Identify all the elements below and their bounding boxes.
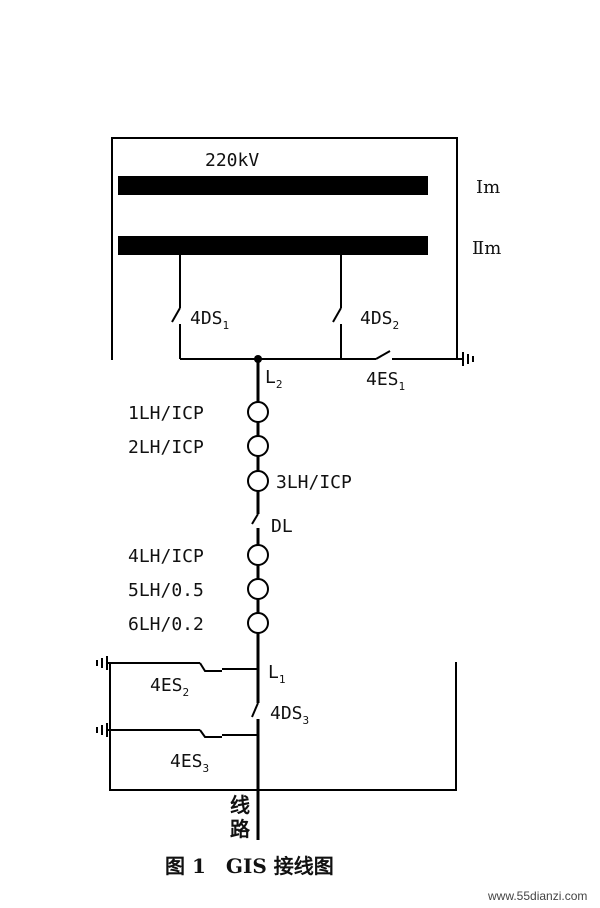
ct2-symbol: [247, 435, 269, 457]
ct1-label: 1LH/ICP: [128, 403, 204, 424]
figure-caption: 图 1 GIS 接线图: [165, 854, 334, 878]
ct5-symbol: [247, 578, 269, 600]
ds2-label: 4DS2: [360, 308, 399, 332]
node-l1-label: L1: [268, 662, 285, 686]
ct5-label: 5LH/0.5: [128, 580, 204, 601]
voltage-label: 220kV: [205, 150, 259, 171]
ct6-symbol: [247, 612, 269, 634]
watermark: www.55dianzi.com: [487, 889, 587, 903]
ds1-blade: [171, 307, 181, 323]
ds2-blade: [332, 307, 342, 323]
es2-blade: [199, 662, 222, 672]
ct2-label: 2LH/ICP: [128, 437, 204, 458]
ground-symbol-3: [96, 723, 108, 737]
ds1-label: 4DS1: [190, 308, 229, 332]
line-label-top: 线: [230, 793, 250, 817]
node-l2-label: L2: [265, 367, 282, 391]
ct4-symbol: [247, 544, 269, 566]
ground-symbol-2: [96, 656, 108, 670]
ct3-label: 3LH/ICP: [276, 472, 352, 493]
line-label-bottom: 路: [230, 817, 251, 841]
es3-blade: [199, 729, 222, 738]
breaker-label: DL: [271, 516, 293, 537]
lower-enclosure: [109, 662, 457, 791]
breaker-blade: [251, 513, 259, 525]
ds3-blade: [251, 702, 259, 718]
ground-symbol-1: [462, 352, 474, 366]
ds3-label: 4DS3: [270, 703, 309, 727]
busbar-2: [118, 236, 428, 255]
ct3-symbol: [247, 470, 269, 492]
bus-1-label: Ⅰm: [476, 177, 500, 198]
es2-label: 4ES2: [150, 675, 189, 699]
ct4-label: 4LH/ICP: [128, 546, 204, 567]
bus-2-label: Ⅱm: [472, 238, 501, 259]
upper-enclosure: [111, 137, 458, 360]
es1-blade: [375, 350, 391, 360]
ct6-label: 6LH/0.2: [128, 614, 204, 635]
es3-label: 4ES3: [170, 751, 209, 775]
busbar-1: [118, 176, 428, 195]
es1-label: 4ES1: [366, 369, 405, 393]
ct1-symbol: [247, 401, 269, 423]
